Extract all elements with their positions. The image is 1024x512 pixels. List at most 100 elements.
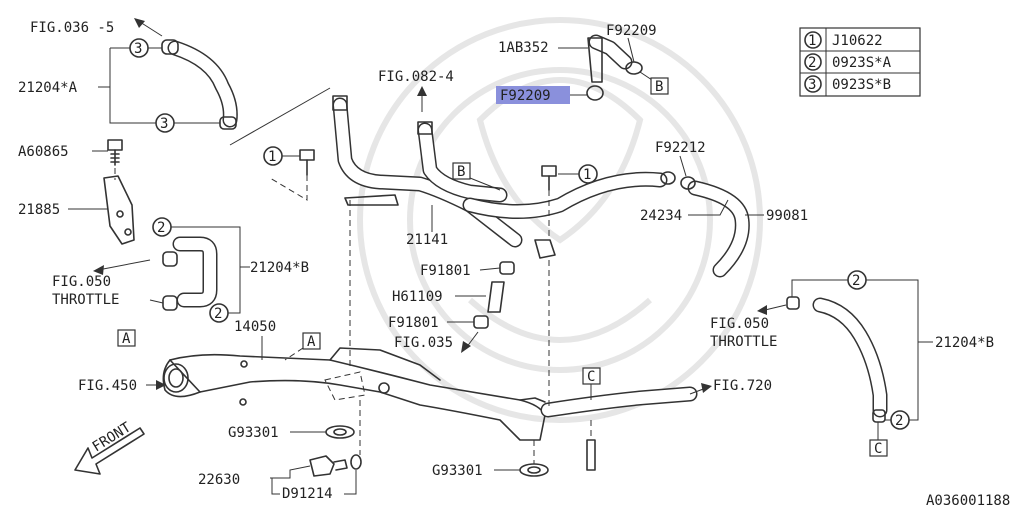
svg-text:G93301: G93301 (228, 425, 279, 441)
svg-text:B: B (655, 79, 663, 95)
svg-text:3: 3 (808, 77, 816, 93)
svg-text:F92209: F92209 (500, 88, 551, 104)
clamp-f92209-highlighted[interactable]: F92209 (496, 85, 604, 104)
hose-99081 (687, 180, 750, 278)
svg-text:0923S*B: 0923S*B (832, 77, 891, 93)
fitting-1ab352[interactable]: 1AB352 (498, 34, 633, 83)
box-c-right[interactable]: C (869, 422, 888, 457)
clamp-f91801-bottom[interactable]: F91801 (388, 315, 489, 331)
svg-text:F92209: F92209 (606, 23, 657, 39)
label-21204b-right[interactable]: 21204*B (918, 335, 994, 351)
clamp-2-right-bottom[interactable]: 2 (885, 410, 910, 430)
svg-text:2: 2 (852, 273, 860, 289)
clamp-3-bottom[interactable]: 3 (155, 113, 220, 133)
svg-text:D91214: D91214 (282, 486, 333, 502)
svg-text:H61109: H61109 (392, 289, 443, 305)
svg-text:C: C (587, 369, 595, 385)
svg-text:21204*A: 21204*A (18, 80, 78, 96)
svg-text:24234: 24234 (640, 208, 682, 224)
svg-text:2: 2 (895, 413, 903, 429)
svg-text:FIG.035: FIG.035 (394, 335, 453, 351)
svg-text:A60865: A60865 (18, 144, 69, 160)
sensor-22630[interactable]: 22630 (198, 455, 348, 488)
bolt-1-left[interactable]: 1 (263, 146, 315, 201)
box-b-top[interactable]: B (650, 77, 669, 95)
fig082-callout[interactable]: FIG.082-4 (378, 69, 454, 112)
svg-text:2: 2 (808, 55, 816, 71)
svg-text:0923S*A: 0923S*A (832, 55, 892, 71)
svg-text:2: 2 (214, 306, 222, 322)
fig035-callout[interactable]: FIG.035 (394, 331, 479, 353)
svg-text:1: 1 (808, 33, 816, 49)
svg-text:F91801: F91801 (420, 263, 471, 279)
svg-text:FIG.050: FIG.050 (710, 316, 769, 332)
oring-d91214[interactable]: D91214 (271, 454, 362, 502)
svg-text:3: 3 (134, 41, 142, 57)
bracket-21885[interactable]: 21885 (18, 168, 135, 245)
svg-text:F91801: F91801 (388, 315, 439, 331)
pipe-14050 (162, 347, 698, 441)
bolt-a60865[interactable]: A60865 (18, 139, 123, 166)
svg-text:A: A (122, 331, 131, 347)
label-21204a[interactable]: 21204*A (18, 80, 110, 96)
svg-text:FIG.050: FIG.050 (52, 274, 111, 290)
clamp-f91801-top[interactable]: F91801 (420, 261, 515, 279)
fig050-right-callout[interactable]: FIG.050 THROTTLE (710, 304, 787, 350)
svg-text:F92212: F92212 (655, 140, 706, 156)
svg-text:2: 2 (157, 220, 165, 236)
svg-text:22630: 22630 (198, 472, 240, 488)
svg-text:FIG.082-4: FIG.082-4 (378, 69, 454, 85)
label-21204b-left[interactable]: 21204*B (240, 260, 309, 276)
svg-text:99081: 99081 (766, 208, 808, 224)
washer-g93301-right[interactable]: G93301 (432, 463, 549, 479)
clamp-f92209-top[interactable]: F92209 (606, 23, 657, 81)
svg-text:A: A (307, 334, 316, 350)
label-24234[interactable]: 24234 (640, 199, 729, 224)
svg-text:G93301: G93301 (432, 463, 483, 479)
hose-21204b-right (786, 296, 888, 423)
svg-text:21204*B: 21204*B (250, 260, 309, 276)
svg-text:THROTTLE: THROTTLE (52, 292, 119, 308)
svg-text:21885: 21885 (18, 202, 60, 218)
svg-text:1: 1 (268, 149, 276, 165)
clamp-3-top[interactable]: 3 (129, 38, 162, 58)
svg-text:14050: 14050 (234, 319, 276, 335)
box-b-center[interactable]: B (452, 162, 501, 191)
clamp-2-right-top[interactable]: 2 (791, 270, 919, 421)
svg-text:B: B (457, 164, 465, 180)
label-14050[interactable]: 14050 (234, 319, 276, 360)
svg-text:C: C (874, 441, 882, 457)
label-21141[interactable]: 21141 (406, 205, 448, 248)
front-label: FRONT (90, 419, 135, 455)
svg-text:FIG.450: FIG.450 (78, 378, 137, 394)
legend-table: 1 J10622 2 0923S*A 3 0923S*B (799, 27, 921, 97)
fig050-left-callout[interactable]: FIG.050 THROTTLE (52, 259, 164, 308)
fig036-callout[interactable]: FIG.036 -5 (30, 18, 163, 37)
svg-text:21141: 21141 (406, 232, 448, 248)
clamp-2-left-bottom[interactable]: 2 (209, 303, 229, 323)
svg-text:FIG.720: FIG.720 (713, 378, 772, 394)
pipe-21141 (332, 95, 668, 259)
fig450-callout[interactable]: FIG.450 (78, 378, 166, 394)
fig720-callout[interactable]: FIG.720 (689, 378, 772, 395)
label-99081[interactable]: 99081 (745, 208, 808, 224)
washer-g93301-left[interactable]: G93301 (228, 425, 355, 441)
bolt-1-right[interactable]: 1 (541, 164, 598, 240)
front-direction-icon: FRONT (74, 419, 145, 475)
svg-text:FIG.036 -5: FIG.036 -5 (30, 20, 114, 36)
hose-21204a (161, 39, 238, 130)
svg-text:THROTTLE: THROTTLE (710, 334, 777, 350)
box-a-lower[interactable]: A (284, 332, 321, 361)
hose-h61109[interactable]: H61109 (392, 281, 505, 313)
box-c-lower[interactable]: C (582, 367, 601, 400)
diagram-id: A036001188 (926, 493, 1010, 509)
svg-text:3: 3 (160, 116, 168, 132)
clamp-2-left-top[interactable]: 2 (152, 217, 241, 314)
box-a-left[interactable]: A (117, 329, 136, 347)
svg-text:J10622: J10622 (832, 33, 883, 49)
hose-21204b-left (162, 236, 218, 311)
clamp-f92212[interactable]: F92212 (655, 140, 706, 190)
svg-text:1AB352: 1AB352 (498, 40, 549, 56)
svg-text:21204*B: 21204*B (935, 335, 994, 351)
